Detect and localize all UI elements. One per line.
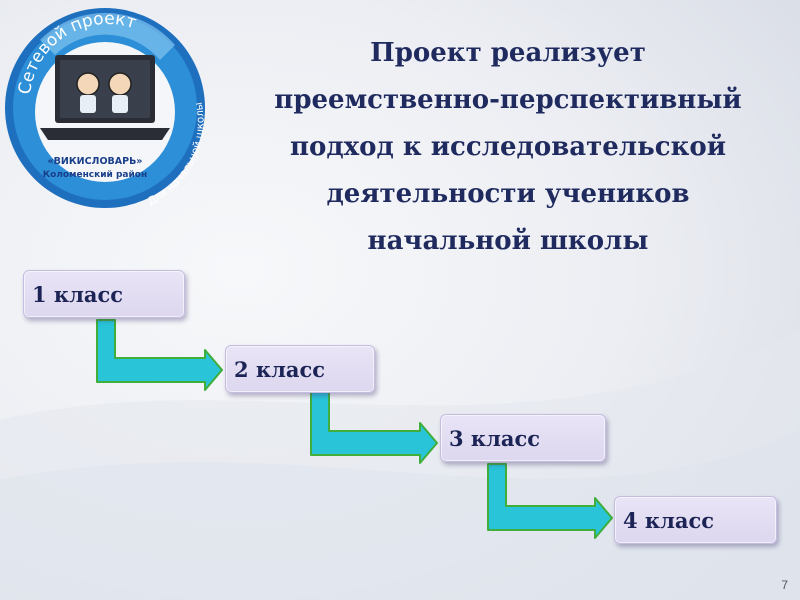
arrow-icon [487, 463, 613, 539]
title-line: подход к исследовательской [289, 132, 727, 162]
step-box-1: 1 класс [23, 270, 185, 318]
step-box-2: 2 класс [225, 345, 375, 393]
title-line: преемственно-перспективный [274, 85, 742, 115]
project-logo: «ВИКИСЛОВАРЬ» Коломенский район Сетевой … [5, 8, 207, 208]
step-box-4: 4 класс [614, 496, 777, 544]
title-line: деятельности учеников [326, 179, 690, 209]
arrow-icon [310, 391, 438, 464]
step-box-3: 3 класс [440, 414, 606, 462]
title-line: начальной школы [367, 226, 649, 256]
slide-title: Проект реализует преемственно-перспектив… [228, 30, 788, 265]
title-line: Проект реализует [370, 38, 646, 68]
page-number: 7 [781, 578, 788, 592]
logo-name: «ВИКИСЛОВАРЬ» [48, 156, 143, 167]
logo-region: Коломенский район [43, 170, 147, 180]
arrow-icon [96, 319, 223, 391]
